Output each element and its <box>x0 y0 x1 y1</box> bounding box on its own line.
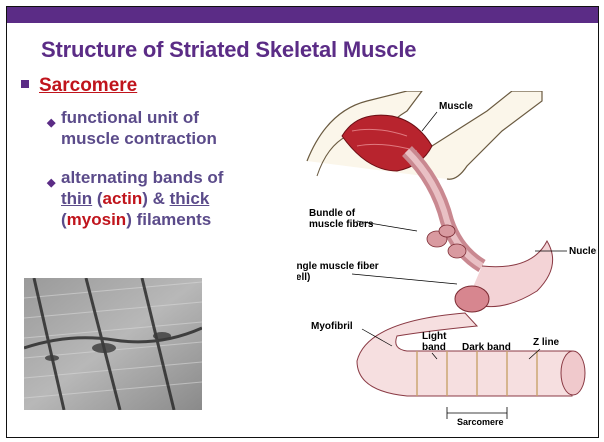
label-sarcomere: Sarcomere <box>457 417 504 427</box>
diamond-bullet-icon: ◆ <box>47 173 55 194</box>
sub-bullet-line: thin (actin) & thick <box>61 188 223 209</box>
label-myofibril: Myofibril <box>311 321 353 332</box>
myofibril-shape <box>357 313 572 396</box>
sub-bullet-line: functional unit of <box>61 107 217 128</box>
label-light-2: band <box>422 342 446 353</box>
sub-bullet-line: muscle contraction <box>61 128 217 149</box>
label-single-fiber-2: (cell) <box>297 272 310 283</box>
sub-bullet-functional-unit: ◆ functional unit of muscle contraction <box>61 107 217 149</box>
label-single-fiber-1: Single muscle fiber <box>297 261 379 272</box>
label-dark-band: Dark band <box>462 342 511 353</box>
slide: Structure of Striated Skeletal Muscle Sa… <box>6 6 599 438</box>
label-bundle-2: muscle fibers <box>309 219 374 230</box>
diamond-bullet-icon: ◆ <box>47 113 55 134</box>
bullet-sarcomere: Sarcomere <box>21 75 137 97</box>
label-nuclei: Nuclei <box>569 246 597 257</box>
sub-bullet-line: (myosin) filaments <box>61 209 223 230</box>
slide-title: Structure of Striated Skeletal Muscle <box>41 37 416 63</box>
thick-term: thick <box>170 189 210 208</box>
bullet-label: Sarcomere <box>39 75 137 96</box>
actin-term: actin <box>103 189 143 208</box>
myosin-term: myosin <box>67 210 127 229</box>
sub-bullet-line: alternating bands of <box>61 167 223 188</box>
label-z-line: Z line <box>533 337 560 348</box>
fiber-cross-section <box>455 286 489 312</box>
slide-top-bar <box>7 7 598 23</box>
label-muscle: Muscle <box>439 101 473 112</box>
label-light-1: Light <box>422 331 447 342</box>
electron-micrograph-image <box>24 278 202 410</box>
thin-term: thin <box>61 189 92 208</box>
label-bundle-1: Bundle of <box>309 208 356 219</box>
muscle-structure-diagram: Muscle Bundle of muscle fibers Nuclei Si… <box>297 91 597 431</box>
sub-bullet-alternating-bands: ◆ alternating bands of thin (actin) & th… <box>61 167 223 230</box>
square-bullet-icon <box>21 80 29 88</box>
